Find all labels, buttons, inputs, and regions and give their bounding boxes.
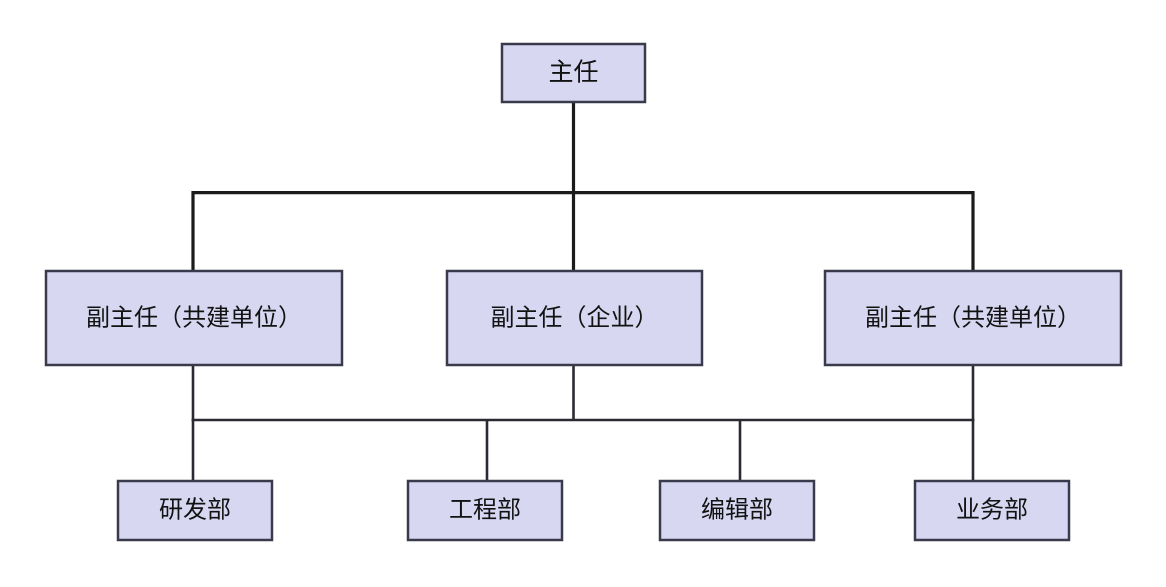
node-director-label: 主任 xyxy=(548,59,598,87)
node-dept-engineering-box[interactable] xyxy=(406,479,564,542)
node-deputy-joint-left[interactable]: 副主任（共建单位） xyxy=(44,269,344,367)
connector-layer xyxy=(191,102,975,481)
node-director[interactable]: 主任 xyxy=(500,42,647,104)
node-dept-editorial-label: 编辑部 xyxy=(701,496,773,523)
node-dept-rd[interactable]: 研发部 xyxy=(116,479,274,542)
node-dept-business[interactable]: 业务部 xyxy=(913,479,1071,542)
node-dept-engineering[interactable]: 工程部 xyxy=(406,479,564,542)
node-dept-business-label: 业务部 xyxy=(956,496,1028,523)
node-deputy-enterprise-box[interactable] xyxy=(445,269,704,367)
node-dept-engineering-label: 工程部 xyxy=(449,496,521,523)
node-deputy-joint-left-box[interactable] xyxy=(44,269,344,367)
node-deputy-enterprise-label: 副主任（企业） xyxy=(491,304,659,331)
node-dept-editorial-box[interactable] xyxy=(658,479,816,542)
node-deputy-joint-left-label: 副主任（共建单位） xyxy=(86,304,302,331)
node-deputy-enterprise[interactable]: 副主任（企业） xyxy=(445,269,704,367)
node-deputy-joint-right[interactable]: 副主任（共建单位） xyxy=(823,269,1123,367)
node-director-box[interactable] xyxy=(500,42,647,104)
node-deputy-joint-right-label: 副主任（共建单位） xyxy=(865,304,1081,331)
node-dept-rd-label: 研发部 xyxy=(159,496,231,523)
node-layer: 主任 副主任（共建单位） 副主任（企业） 副主任（共建单位） 研发部 工程部 xyxy=(44,42,1123,542)
node-dept-rd-box[interactable] xyxy=(116,479,274,542)
node-deputy-joint-right-box[interactable] xyxy=(823,269,1123,367)
node-dept-business-box[interactable] xyxy=(913,479,1071,542)
node-dept-editorial[interactable]: 编辑部 xyxy=(658,479,816,542)
